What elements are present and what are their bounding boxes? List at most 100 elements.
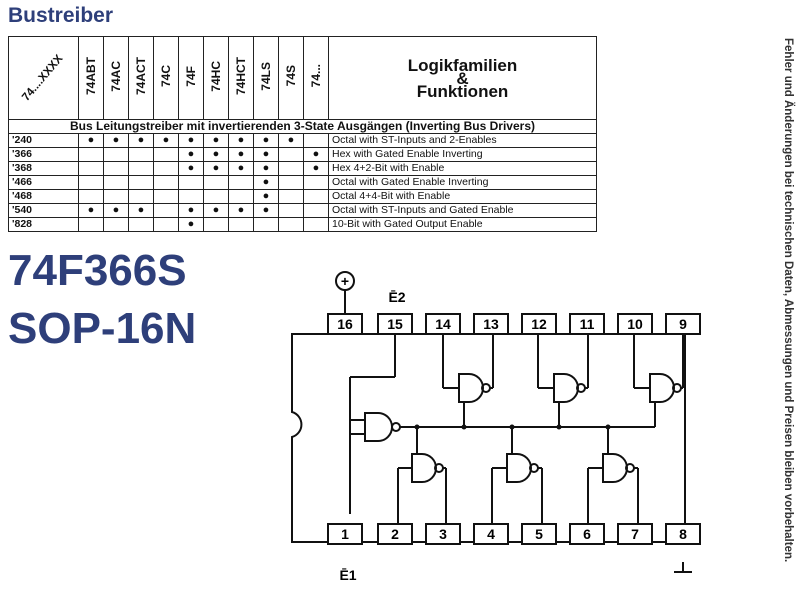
family-header: 74ACT bbox=[128, 36, 154, 120]
pin-number: 12 bbox=[531, 316, 547, 332]
availability-dot: ● bbox=[103, 203, 129, 218]
family-label: 74HCT bbox=[233, 56, 248, 95]
availability-empty bbox=[78, 175, 104, 190]
availability-empty bbox=[128, 217, 154, 232]
function-description: Octal with ST-Inputs and 2-Enables bbox=[328, 133, 597, 148]
family-label: 74F bbox=[183, 65, 198, 87]
availability-empty bbox=[303, 133, 329, 148]
availability-empty bbox=[228, 189, 254, 204]
availability-dot: ● bbox=[103, 133, 129, 148]
availability-empty bbox=[203, 189, 229, 204]
page-title: Bustreiber bbox=[8, 4, 114, 27]
family-header: 74HC bbox=[203, 36, 229, 120]
pin-number: 2 bbox=[391, 526, 399, 542]
pin-box bbox=[617, 523, 653, 545]
logic-family-table: 74....XXXX 74ABT 74AC 74ACT 74C 74F 74HC 74HCT… bbox=[8, 36, 597, 232]
availability-dot: ● bbox=[203, 203, 229, 218]
table-row: '540●●●●●●●Octal with ST-Inputs and Gate… bbox=[8, 203, 597, 218]
function-description: 10-Bit with Gated Output Enable bbox=[328, 217, 597, 232]
pin-box bbox=[377, 313, 413, 335]
availability-dot: ● bbox=[128, 203, 154, 218]
availability-dot: ● bbox=[178, 203, 204, 218]
availability-dot: ● bbox=[178, 147, 204, 162]
availability-empty bbox=[153, 147, 179, 162]
availability-empty bbox=[228, 175, 254, 190]
availability-empty bbox=[78, 217, 104, 232]
family-label: 74S bbox=[283, 65, 298, 87]
function-header-line: Funktionen bbox=[416, 81, 509, 101]
buffer-top-2 bbox=[537, 334, 589, 427]
family-header: 74... bbox=[303, 36, 329, 120]
buffer-top-1 bbox=[442, 334, 494, 427]
family-header: 74F bbox=[178, 36, 204, 120]
pin-number: 11 bbox=[580, 316, 595, 332]
availability-empty bbox=[278, 203, 304, 218]
availability-dot: ● bbox=[228, 133, 254, 148]
pin-box bbox=[569, 313, 605, 335]
availability-empty bbox=[153, 203, 179, 218]
table-row: '366●●●●●Hex with Gated Enable Inverting bbox=[8, 147, 597, 162]
availability-empty bbox=[153, 161, 179, 176]
family-label: 74C bbox=[158, 64, 173, 87]
availability-dot: ● bbox=[253, 189, 279, 204]
pin-box bbox=[665, 523, 701, 545]
family-header: 74HCT bbox=[228, 36, 254, 120]
pin-number: 3 bbox=[439, 526, 447, 542]
disclaimer-note: Fehler und Änderungen bei technischen Da… bbox=[782, 37, 794, 563]
vcc-label: + bbox=[341, 273, 349, 289]
pin-box bbox=[377, 523, 413, 545]
availability-dot: ● bbox=[178, 133, 204, 148]
family-label: 74HC bbox=[208, 60, 223, 92]
availability-empty bbox=[278, 175, 304, 190]
table-row: '368●●●●●Hex 4+2-Bit with Enable bbox=[8, 161, 597, 176]
availability-empty bbox=[178, 175, 204, 190]
family-label: 74... bbox=[308, 64, 323, 88]
pin-box bbox=[473, 523, 509, 545]
family-label: 74AC bbox=[108, 60, 123, 92]
availability-empty bbox=[153, 217, 179, 232]
family-label: 74ABT bbox=[83, 56, 98, 95]
availability-empty bbox=[103, 175, 129, 190]
family-header: 74S bbox=[278, 36, 304, 120]
table-row: '468●Octal 4+4-Bit with Enable bbox=[8, 189, 597, 204]
availability-empty bbox=[128, 175, 154, 190]
pin-number: 9 bbox=[679, 316, 687, 332]
availability-empty bbox=[78, 161, 104, 176]
availability-empty bbox=[303, 175, 329, 190]
availability-empty bbox=[78, 147, 104, 162]
pin-box bbox=[569, 523, 605, 545]
availability-empty bbox=[278, 147, 304, 162]
pin-number: 13 bbox=[483, 316, 499, 332]
availability-dot: ● bbox=[278, 133, 304, 148]
availability-empty bbox=[178, 189, 204, 204]
availability-empty bbox=[103, 189, 129, 204]
pin-box bbox=[425, 313, 461, 335]
availability-empty bbox=[303, 217, 329, 232]
availability-empty bbox=[103, 147, 129, 162]
pin-number: 1 bbox=[341, 526, 349, 542]
type-code: '368 bbox=[8, 161, 79, 176]
availability-dot: ● bbox=[253, 175, 279, 190]
availability-empty bbox=[253, 217, 279, 232]
function-description: Octal 4+4-Bit with Enable bbox=[328, 189, 597, 204]
availability-dot: ● bbox=[253, 133, 279, 148]
availability-empty bbox=[203, 217, 229, 232]
availability-dot: ● bbox=[178, 161, 204, 176]
function-header-line: & bbox=[456, 68, 469, 88]
function-description: Hex with Gated Enable Inverting bbox=[328, 147, 597, 162]
pin-box bbox=[521, 313, 557, 335]
family-header: 74AC bbox=[103, 36, 129, 120]
corner-label: 74....XXXX bbox=[20, 52, 66, 104]
availability-dot: ● bbox=[253, 161, 279, 176]
e1-label: Ē1 bbox=[339, 567, 356, 583]
availability-empty bbox=[278, 217, 304, 232]
pin-box bbox=[617, 313, 653, 335]
pin-number: 4 bbox=[487, 526, 495, 542]
availability-dot: ● bbox=[228, 147, 254, 162]
availability-dot: ● bbox=[128, 133, 154, 148]
table-header-row: 74....XXXX 74ABT 74AC 74ACT 74C 74F 74HC 74HCT… bbox=[8, 36, 597, 120]
availability-dot: ● bbox=[203, 133, 229, 148]
pin-box bbox=[327, 313, 363, 335]
pin-number: 8 bbox=[679, 526, 687, 542]
